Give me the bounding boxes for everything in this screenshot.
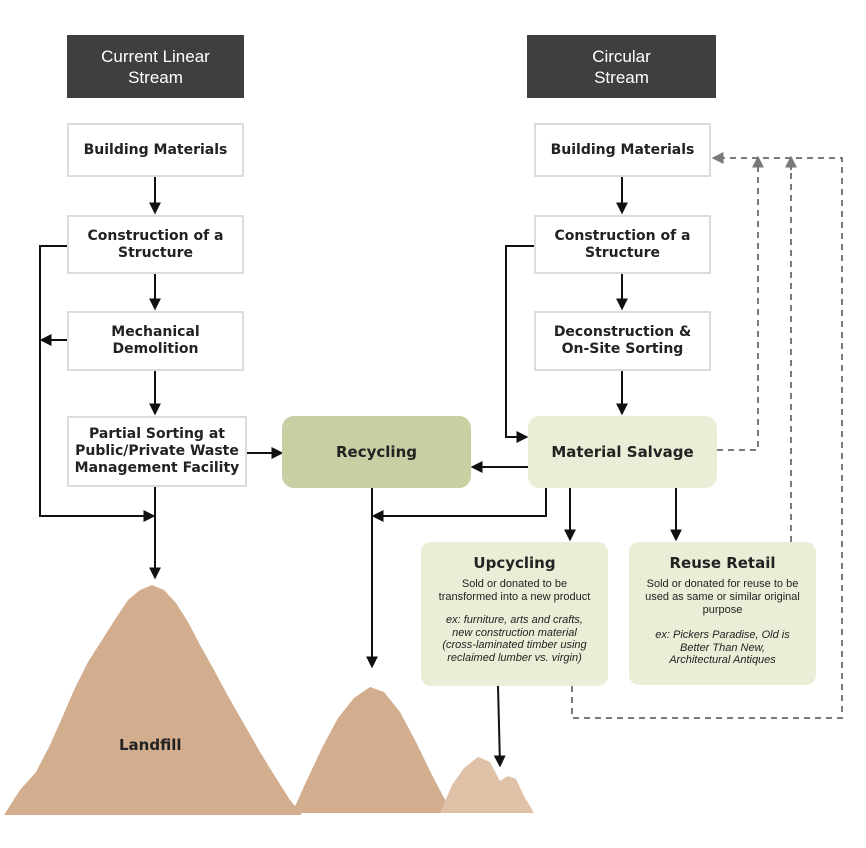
mechanical-demolition-box: Mechanical Demolition	[67, 311, 244, 371]
linear-building-materials-box: Building Materials	[67, 123, 244, 177]
linear-construction-label: Construction of a Structure	[87, 227, 224, 261]
arrow-upcycling-to-mound	[493, 685, 506, 768]
upcycling-card: Upcycling Sold or donated to be transfor…	[421, 542, 608, 686]
circular-stream-header-label: Circular Stream	[592, 46, 651, 87]
partial-sorting-label: Partial Sorting at Public/Private Waste …	[74, 426, 240, 476]
landfill-label: Landfill	[119, 736, 182, 754]
partial-sorting-box: Partial Sorting at Public/Private Waste …	[67, 416, 247, 487]
deconstruction-label: Deconstruction & On-Site Sorting	[553, 324, 692, 357]
dashed-salvage-loop	[717, 158, 759, 451]
circular-building-materials-label: Building Materials	[550, 141, 695, 158]
reuse-retail-card: Reuse Retail Sold or donated for reuse t…	[629, 542, 816, 685]
recycling-box: Recycling	[282, 416, 471, 488]
linear-construction-box: Construction of a Structure	[67, 215, 244, 274]
upcycling-description: Sold or donated to be transformed into a…	[438, 578, 591, 603]
reuse-retail-description: Sold or donated for reuse to be used as …	[645, 578, 800, 616]
upcycling-examples: ex: furniture, arts and crafts, new cons…	[442, 614, 587, 664]
arrow-construction-waste-to-landfill	[39, 245, 156, 522]
deconstruction-box: Deconstruction & On-Site Sorting	[534, 311, 711, 371]
linear-building-materials-label: Building Materials	[83, 141, 228, 158]
circular-building-materials-box: Building Materials	[534, 123, 711, 177]
upcycling-mound	[440, 757, 534, 813]
reuse-retail-examples: ex: Pickers Paradise, Old is Better Than…	[655, 629, 790, 666]
landfill-mound	[4, 585, 302, 815]
arrow-salvage-residue-to-recycling-line	[371, 488, 547, 522]
circular-construction-label: Construction of a Structure	[554, 227, 691, 261]
linear-stream-header-label: Current Linear Stream	[101, 46, 210, 87]
circular-construction-box: Construction of a Structure	[534, 215, 711, 274]
material-salvage-label: Material Salvage	[551, 443, 694, 461]
linear-stream-header: Current Linear Stream	[67, 35, 244, 98]
arrow-circ-construction-waste-to-salvage	[505, 245, 534, 443]
reuse-retail-title: Reuse Retail	[669, 554, 776, 572]
mechanical-demolition-label: Mechanical Demolition	[111, 324, 200, 357]
circular-stream-header: Circular Stream	[527, 35, 716, 98]
recycling-label: Recycling	[336, 443, 417, 461]
material-salvage-box: Material Salvage	[528, 416, 717, 488]
dashed-upcycling-loop	[571, 152, 843, 719]
upcycling-title: Upcycling	[473, 554, 556, 572]
recycling-mound	[292, 687, 452, 813]
